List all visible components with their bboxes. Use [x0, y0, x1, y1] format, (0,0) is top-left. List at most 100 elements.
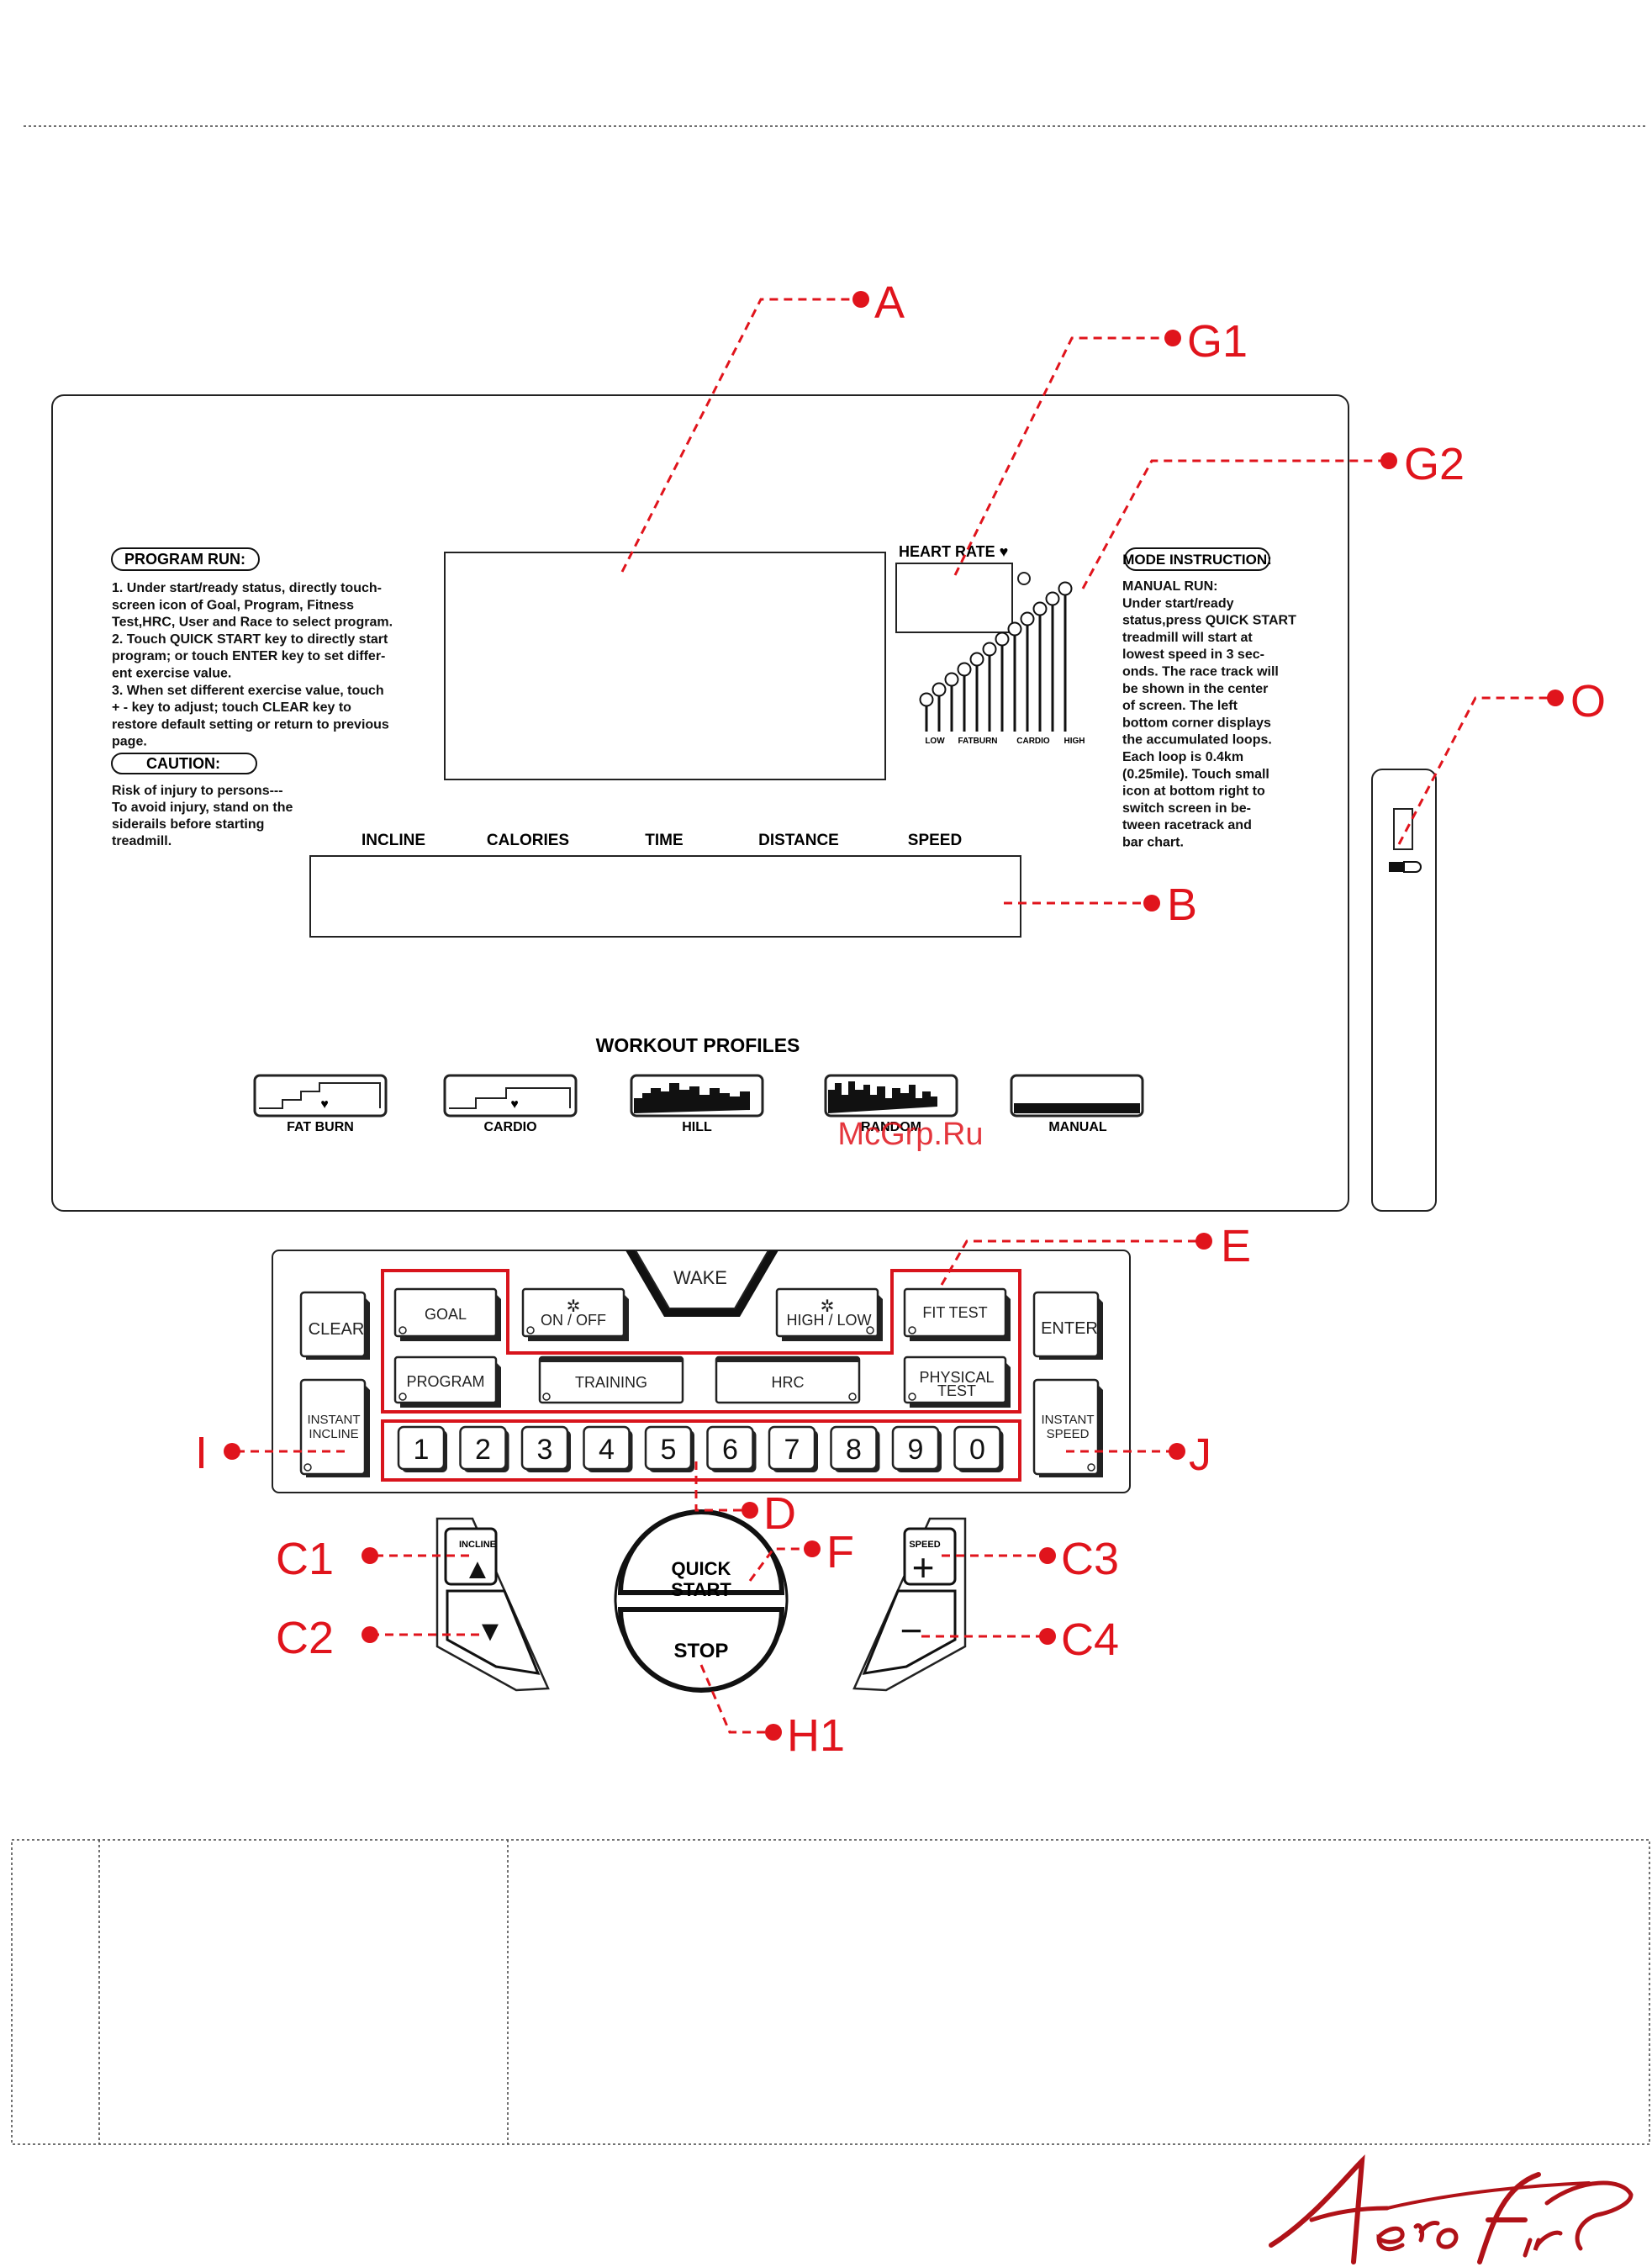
number-key-label: 3	[537, 1434, 553, 1466]
callout-label: B	[1167, 880, 1197, 930]
callout-label: G1	[1187, 316, 1248, 367]
fan-on-off-button[interactable]: ✲ ON / OFF	[521, 1287, 629, 1341]
number-key-1[interactable]: 1	[397, 1425, 447, 1472]
fit-test-button[interactable]: FIT TEST	[903, 1287, 1011, 1341]
stop-button[interactable]: STOP	[617, 1607, 785, 1693]
indicator-led	[908, 1392, 916, 1401]
callout-c4: C4	[921, 1614, 1119, 1665]
heart-rate-zone-label: CARDIO	[1016, 737, 1050, 746]
instant-speed-button[interactable]: INSTANT SPEED	[1032, 1378, 1103, 1477]
heart-rate-led	[932, 682, 947, 697]
heart-rate-led	[1058, 581, 1073, 596]
instant-speed-label: INSTANT	[1041, 1413, 1094, 1427]
random-profile-icon	[828, 1081, 937, 1113]
quick-start-label: QUICK	[672, 1558, 731, 1579]
program-keys-group-box	[381, 1269, 1021, 1414]
clear-label: CLEAR	[309, 1320, 365, 1339]
enter-button[interactable]: ENTER	[1032, 1291, 1103, 1360]
number-key-label: 5	[661, 1434, 677, 1466]
number-key-7[interactable]: 7	[768, 1425, 818, 1472]
heart-icon: ♥	[510, 1097, 519, 1112]
callout-g1: G1	[953, 316, 1248, 576]
wake-button[interactable]: WAKE	[634, 1250, 770, 1309]
number-key-4[interactable]: 4	[583, 1425, 633, 1472]
instruction-line: icon at bottom right to	[1122, 785, 1265, 799]
mode-instruction-title: MODE INSTRUCTION:	[1122, 552, 1272, 568]
minus-icon: −	[900, 1609, 923, 1652]
instruction-line: Test,HRC, User and Race to select progra…	[112, 616, 393, 630]
number-key-label: 0	[969, 1434, 985, 1466]
indicator-led	[848, 1392, 857, 1401]
speed-down-button[interactable]: −	[862, 1589, 957, 1675]
speed-key-label: SPEED	[909, 1540, 940, 1550]
clear-button[interactable]: CLEAR	[299, 1291, 370, 1360]
callout-label: C3	[1061, 1534, 1119, 1584]
number-key-9[interactable]: 9	[891, 1425, 942, 1472]
instruction-line: 1. Under start/ready status, directly to…	[112, 581, 382, 595]
number-key-label: 7	[784, 1434, 800, 1466]
quick-start-label: START	[671, 1579, 731, 1600]
caution-pill	[111, 753, 257, 774]
physical-test-button[interactable]: PHYSICAL TEST	[903, 1355, 1011, 1408]
instruction-line: To avoid injury, stand on the	[112, 801, 293, 815]
indicator-led	[303, 1463, 312, 1472]
number-key-2[interactable]: 2	[459, 1425, 509, 1472]
callout-label: I	[195, 1428, 208, 1478]
heart-rate-led	[982, 642, 997, 657]
profile-fat-burn[interactable]: ♥ FAT BURN	[253, 1074, 388, 1134]
number-key-6[interactable]: 6	[706, 1425, 757, 1472]
profile-label: FAT BURN	[287, 1120, 354, 1134]
instruction-line: + - key to adjust; touch CLEAR key to	[112, 700, 351, 715]
hrc-button[interactable]: HRC	[715, 1355, 861, 1404]
quick-start-button[interactable]: QUICK START	[617, 1509, 785, 1600]
center-screen	[444, 552, 886, 780]
indicator-led	[1087, 1463, 1095, 1472]
fan-icon: ✲	[821, 1297, 835, 1316]
program-run-title: PROGRAM RUN:	[124, 551, 245, 568]
instruction-line: treadmill will start at	[1122, 631, 1253, 645]
program-button[interactable]: PROGRAM	[393, 1355, 501, 1408]
heart-rate-title: HEART RATE ♥	[899, 543, 1008, 560]
callout-label: D	[763, 1488, 796, 1539]
goal-button[interactable]: GOAL	[393, 1287, 501, 1341]
heart-rate-led	[957, 662, 972, 677]
profile-cardio[interactable]: ♥ CARDIO	[443, 1074, 578, 1134]
heart-rate-zone-label: FATBURN	[958, 737, 997, 746]
heart-rate-led	[1020, 611, 1035, 626]
instant-incline-button[interactable]: INSTANT INCLINE	[299, 1378, 370, 1477]
side-slot-icon	[1393, 808, 1413, 850]
number-key-label: 2	[475, 1434, 491, 1466]
heart-rate-led	[969, 652, 984, 667]
incline-down-button[interactable]: ▼	[446, 1589, 541, 1675]
training-button[interactable]: TRAINING	[538, 1355, 684, 1404]
physical-test-label: PHYSICAL	[919, 1369, 994, 1386]
instruction-line: ent exercise value.	[112, 667, 231, 681]
heart-rate-zone-label: LOW	[925, 737, 945, 746]
profile-manual[interactable]: MANUAL	[1010, 1074, 1144, 1134]
caution-title: CAUTION:	[146, 755, 220, 772]
callout-label: O	[1570, 676, 1606, 727]
number-key-3[interactable]: 3	[520, 1425, 571, 1472]
number-key-0[interactable]: 0	[953, 1425, 1004, 1472]
console-panel	[51, 394, 1349, 1212]
profile-random[interactable]: RANDOM	[824, 1074, 958, 1134]
speed-up-button[interactable]: SPEED +	[903, 1527, 957, 1589]
instruction-line: be shown in the center	[1122, 682, 1268, 696]
hrc-label: HRC	[772, 1374, 805, 1391]
number-key-8[interactable]: 8	[830, 1425, 880, 1472]
heart-rate-led	[919, 692, 934, 707]
callout-c1: C1	[276, 1534, 469, 1584]
instant-incline-label: INCLINE	[309, 1427, 358, 1441]
number-key-5[interactable]: 5	[644, 1425, 694, 1472]
incline-up-button[interactable]: INCLINE ▲	[444, 1527, 498, 1586]
profile-hill[interactable]: HILL	[630, 1074, 764, 1134]
number-keys-group-box	[381, 1419, 1021, 1482]
fan-high-low-button[interactable]: ✲ HIGH / LOW	[775, 1287, 883, 1341]
number-key-label: 9	[908, 1434, 924, 1466]
instruction-line: Risk of injury to persons---	[112, 784, 283, 798]
instruction-line: siderails before starting	[112, 817, 264, 832]
callout-label: C2	[276, 1613, 334, 1663]
callout-d: D	[694, 1461, 796, 1539]
